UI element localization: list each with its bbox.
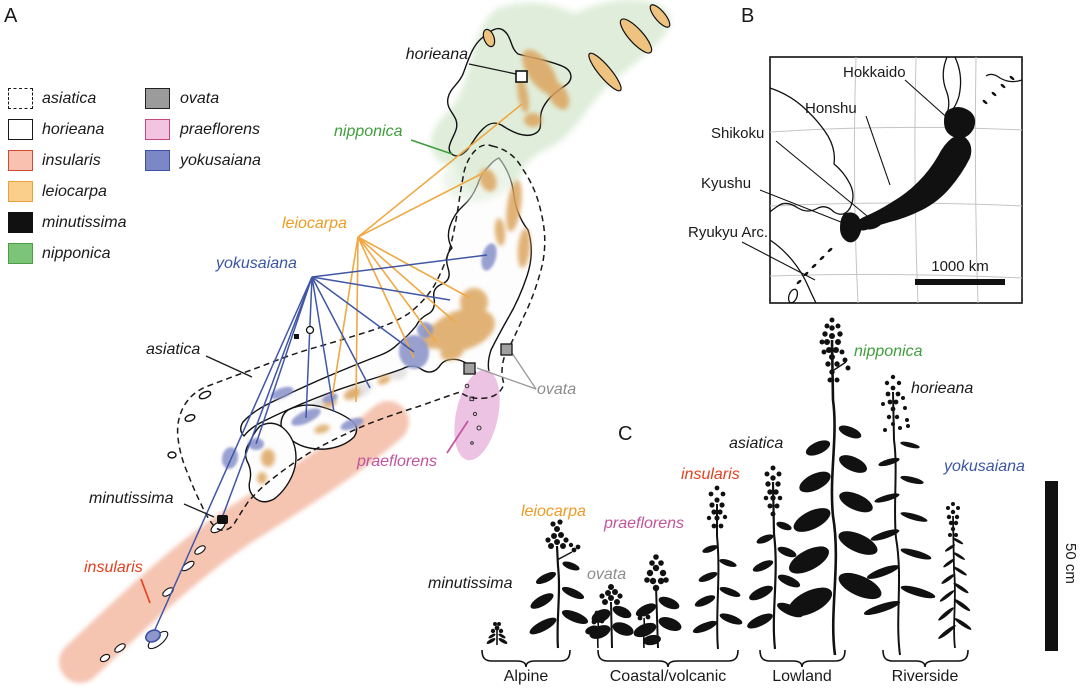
kuril-islands <box>482 4 671 92</box>
legend-swatch-insularis <box>8 150 33 171</box>
callout-insularis: insularis <box>84 559 143 576</box>
legend-swatch-yokusaiana <box>145 150 170 171</box>
plant-minutissima <box>486 622 508 645</box>
panel-a-letter: A <box>4 5 18 27</box>
brace-lowland <box>759 649 846 668</box>
brace-coastal <box>597 649 739 668</box>
callout-leiocarpa: leiocarpa <box>282 215 347 232</box>
map-b-leaders <box>741 79 953 281</box>
plant-leiocarpa <box>529 519 589 649</box>
map-a-leaders <box>140 63 537 604</box>
ovata-marker-1 <box>463 362 476 375</box>
yokusaiana-fan-lines <box>152 254 488 635</box>
map-a-markers <box>145 70 528 643</box>
callout-yokusaiana: yokusaiana <box>216 255 297 272</box>
panel-c-label-ovata: ovata <box>587 566 627 583</box>
panel-c-scale-label: 50 cm <box>1062 543 1079 584</box>
leiocarpa-patches <box>257 49 570 484</box>
plant-insularis <box>692 485 743 650</box>
callout-minutissima: minutissima <box>89 490 174 507</box>
callout-ovata: ovata <box>537 381 577 398</box>
panel-c-label-praeflorens: praeflorens <box>604 515 685 532</box>
legend-swatch-ovata <box>145 88 170 109</box>
legend-label-minutissima: minutissima <box>42 214 127 231</box>
legend-label-insularis: insularis <box>42 152 101 169</box>
habitat-label-lowland: Lowland <box>772 668 832 685</box>
legend-label-horieana: horieana <box>42 121 105 138</box>
plant-praeflorens <box>633 554 682 649</box>
habitat-label-coastal: Coastal/volcanic <box>609 668 727 685</box>
minutissima-marker <box>217 515 228 524</box>
horieana-marker <box>515 70 528 83</box>
legend-label-praeflorens: praeflorens <box>180 121 261 138</box>
panel-c-label-leiocarpa: leiocarpa <box>521 503 586 520</box>
panel-c-label-horieana: horieana <box>911 380 974 397</box>
callout-praeflorens: praeflorens <box>357 453 438 470</box>
panel-c-label-minutissima: minutissima <box>428 575 513 592</box>
japan-silhouette <box>796 75 1015 285</box>
ovata-marker-2 <box>500 343 513 356</box>
legend-label-asiatica: asiatica <box>42 90 97 107</box>
panel-c-letter: C <box>618 423 633 445</box>
praeflorens-region <box>454 369 500 461</box>
legend-swatch-nipponica <box>8 243 33 264</box>
map-b-label-shikoku: Shikoku <box>711 125 765 142</box>
callout-horieana: horieana <box>405 46 468 63</box>
map-b <box>741 56 1023 304</box>
map-b-scalebar <box>915 279 1005 285</box>
callout-asiatica: asiatica <box>146 341 201 358</box>
habitat-label-alpine: Alpine <box>503 668 549 685</box>
brace-riverside <box>882 649 969 668</box>
legend-label-ovata: ovata <box>180 90 220 107</box>
panel-c-label-yokusaiana: yokusaiana <box>944 458 1025 475</box>
legend-swatch-leiocarpa <box>8 181 33 202</box>
leiocarpa-fan-lines <box>331 103 523 403</box>
asiatica-outline <box>176 144 546 531</box>
panel-b-letter: B <box>741 5 755 27</box>
panel-c-label-nipponica: nipponica <box>854 343 923 360</box>
map-b-label-honshu: Honshu <box>805 100 857 117</box>
plant-yokusaiana <box>938 502 972 649</box>
plant-nipponica <box>787 317 882 656</box>
yokusaiana-ryukyu-marker <box>145 629 161 643</box>
legend-label-yokusaiana: yokusaiana <box>180 152 261 169</box>
legend-label-leiocarpa: leiocarpa <box>42 183 107 200</box>
plant-ovata <box>585 584 634 649</box>
habitat-label-riverside: Riverside <box>891 668 959 685</box>
legend-swatch-minutissima <box>8 212 33 233</box>
legend-label-nipponica: nipponica <box>42 245 111 262</box>
minutissima-small-marker <box>294 334 299 339</box>
panel-c-label-insularis: insularis <box>681 466 740 483</box>
map-b-label-kyushu: Kyushu <box>701 175 752 192</box>
map-b-scale-label: 1000 km <box>931 258 989 275</box>
legend-swatch-asiatica <box>8 88 33 109</box>
panel-c <box>481 317 1058 668</box>
map-b-label-hokkaido: Hokkaido <box>843 64 906 81</box>
map-a <box>59 0 671 683</box>
habitat-braces <box>481 649 969 668</box>
callout-nipponica: nipponica <box>334 123 403 140</box>
legend-swatch-praeflorens <box>145 119 170 140</box>
brace-alpine <box>481 649 571 668</box>
map-b-label-ryukyu: Ryukyu Arc. <box>688 224 769 241</box>
panel-c-scalebar <box>1045 481 1058 651</box>
plant-asiatica <box>747 465 803 650</box>
map-b-frame <box>769 56 1023 304</box>
panel-c-label-asiatica: asiatica <box>729 435 784 452</box>
plant-horieana <box>863 374 936 656</box>
legend-swatch-horieana <box>8 119 33 140</box>
horieana-small-circle <box>305 325 315 335</box>
insularis-band <box>59 401 409 683</box>
